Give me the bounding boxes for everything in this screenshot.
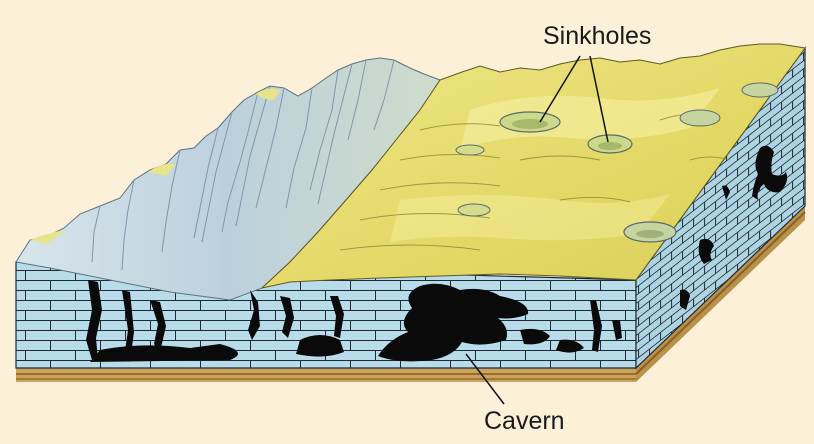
cavern-label: Cavern (484, 407, 565, 435)
cavern-leader (465, 353, 505, 405)
leader-lines (465, 55, 609, 405)
sinkhole-1 (499, 111, 561, 133)
sinkhole-3 (457, 203, 491, 217)
sinkhole-6 (741, 82, 779, 98)
sinkholes (455, 82, 779, 243)
sinkhole-4 (623, 221, 677, 243)
sinkhole-leader-1 (539, 55, 581, 123)
sinkhole-2 (587, 134, 633, 154)
mountain-ridge (15, 57, 441, 301)
sinkhole-5 (679, 109, 721, 127)
sinkholes-label: Sinkholes (543, 22, 652, 50)
front-cavities (86, 280, 622, 362)
side-cavities (680, 145, 788, 310)
sinkhole-leader-2 (589, 55, 609, 143)
sediment-layer (16, 206, 806, 382)
sinkhole-7 (455, 144, 485, 156)
